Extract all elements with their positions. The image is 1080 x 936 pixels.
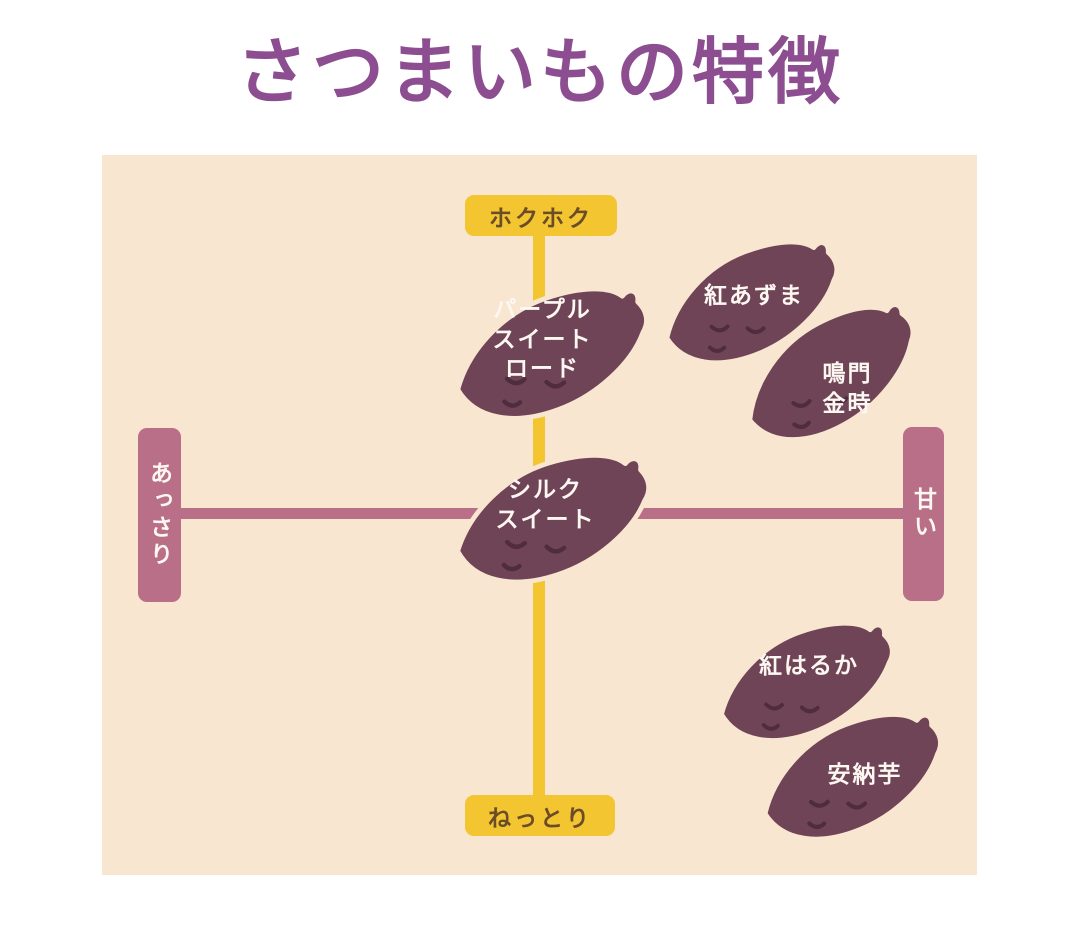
axis-label-right-amai: 甘い — [903, 427, 944, 601]
potato-label: 鳴門 金時 — [822, 360, 873, 416]
potato-label: シルク スイート — [495, 475, 596, 532]
potato-silk-sweet: シルク スイート — [448, 448, 663, 593]
potato-label: 紅はるか — [759, 651, 859, 678]
potato-beni-haruka: 紅はるか — [713, 614, 905, 753]
potato-purple-sweet-road: パープル スイート ロード — [447, 283, 662, 428]
potato-annou-imo: 安納芋 — [755, 705, 955, 852]
chart-panel: ホクホク ねっとり あっさり 甘い パープル スイート ロード 紅あずま 鳴門 … — [102, 155, 977, 875]
potato-label: 安納芋 — [827, 760, 903, 787]
potato-naruto-kintoki: 鳴門 金時 — [735, 305, 932, 445]
potato-label: 紅あずま — [704, 282, 804, 309]
page-title: さつまいもの特徴 — [235, 33, 844, 113]
axis-label-left-assari: あっさり — [138, 428, 181, 602]
potato-label: パープル スイート ロード — [492, 295, 593, 382]
axis-label-bottom-nettori: ねっとり — [465, 795, 615, 836]
potato-beni-azuma: 紅あずま — [655, 238, 853, 370]
axis-label-top-hokuhoku: ホクホク — [465, 195, 617, 236]
